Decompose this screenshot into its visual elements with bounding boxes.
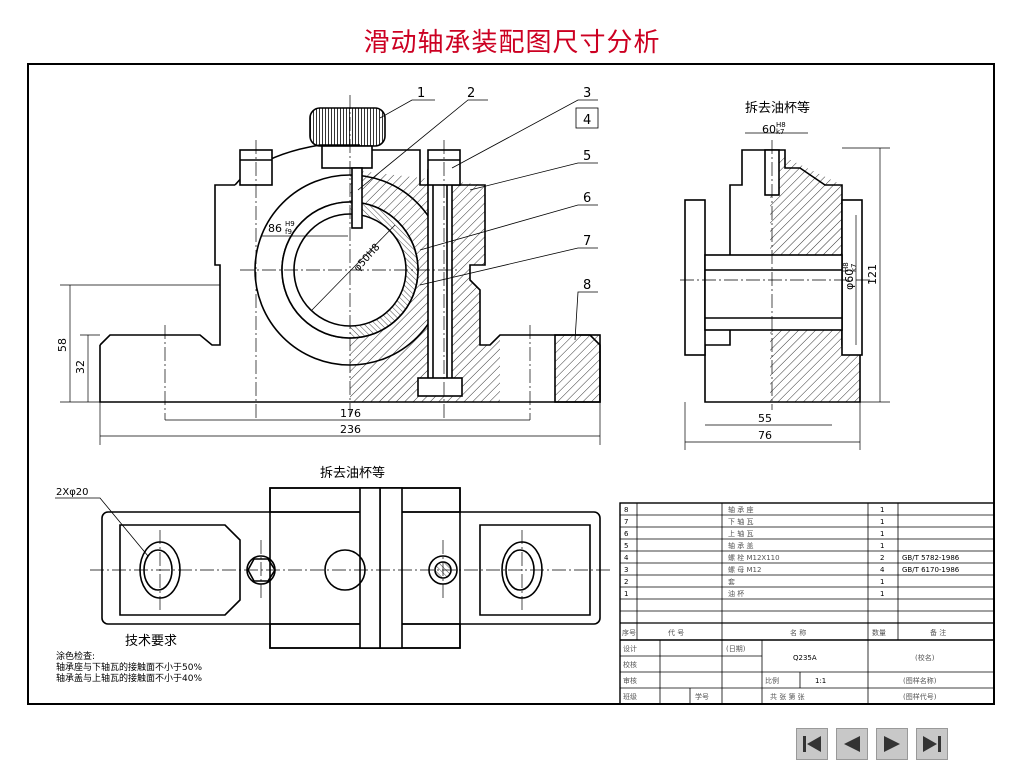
part-number-label: 1 (417, 86, 425, 101)
parts-row-no: 3 (624, 566, 628, 574)
parts-row-name: 套 (728, 577, 735, 586)
parts-row-name: 轴 承 座 (728, 505, 753, 514)
page-title: 滑动轴承装配图尺寸分析 (363, 28, 661, 58)
dim-86-upper: H9 (285, 220, 295, 228)
parts-list (619, 502, 995, 705)
parts-row-name: 下 轴 瓦 (728, 517, 753, 526)
tb-drawing-code: (图样代号) (903, 692, 937, 701)
dim-55: 55 (758, 412, 772, 425)
tech-line: 轴承座与下轴瓦的接触面不小于50% (56, 661, 202, 673)
part-number-label: 4 (583, 113, 591, 128)
dim-phi60-lower: k7 (850, 263, 858, 272)
tech-line: 轴承盖与上轴瓦的接触面不小于40% (56, 672, 202, 684)
tech-heading: 技术要求 (125, 634, 177, 649)
top-view-labels: 拆去油杯等 2Xφ20 (56, 465, 385, 498)
tech-line: 涂色检查: (56, 650, 95, 662)
parts-row-note: GB/T 5782-1986 (902, 554, 960, 562)
parts-row-qty: 4 (880, 566, 885, 574)
tb-check: 校核 (623, 660, 637, 669)
tb-sheets: 共 张 第 张 (770, 692, 805, 701)
parts-row-name: 螺 母 M12 (728, 565, 761, 574)
parts-row-no: 1 (624, 590, 628, 598)
dim-60-lower: k7 (776, 128, 785, 136)
parts-row-no: 6 (624, 530, 629, 538)
dim-58: 58 (56, 338, 69, 352)
part-number-label: 7 (583, 234, 591, 249)
parts-row-no: 7 (624, 518, 628, 526)
top-view-note: 拆去油杯等 (320, 465, 385, 481)
tb-material: Q235A (793, 654, 817, 662)
parts-row-qty: 1 (880, 578, 884, 586)
parts-row-note: GB/T 6170-1986 (902, 566, 960, 574)
side-view-labels: 拆去油杯等 60 H8 k7 φ60 H8 k7 121 55 76 (745, 100, 879, 442)
tb-school: (校名) (915, 653, 935, 662)
parts-list-text: 8 轴 承 座 1 7 下 轴 瓦 1 6 上 轴 瓦 1 5 轴 承 盖 1 4 螺 栓 M12X110… (622, 505, 960, 637)
tb-drawing-name: (图样名称) (903, 676, 937, 685)
title-block-text: 设计 (日期) 校核 审核 班级 学号 Q235A (校名) 比例 1:1 (图… (623, 644, 937, 701)
parts-header-qty: 数量 (872, 628, 886, 637)
part-number-label: 6 (583, 191, 591, 206)
parts-row-qty: 2 (880, 554, 884, 562)
dim-60: 60 (762, 123, 776, 136)
dim-176: 176 (340, 407, 361, 420)
parts-row-no: 8 (624, 506, 628, 514)
first-slide-button[interactable] (796, 728, 828, 760)
top-view (55, 487, 610, 649)
dim-phi60-upper: H8 (842, 262, 850, 272)
parts-row-qty: 1 (880, 590, 884, 598)
dim-76: 76 (758, 429, 772, 442)
parts-row-qty: 1 (880, 518, 884, 526)
parts-header-no: 序号 (622, 628, 636, 637)
parts-row-no: 2 (624, 578, 628, 586)
previous-slide-button[interactable] (836, 728, 868, 760)
tech-requirements: 技术要求 涂色检查: 轴承座与下轴瓦的接触面不小于50% 轴承盖与上轴瓦的接触面… (56, 634, 202, 684)
parts-header-note: 备 注 (930, 628, 946, 637)
dim-32: 32 (74, 360, 87, 374)
parts-row-qty: 1 (880, 530, 884, 538)
next-slide-button[interactable] (876, 728, 908, 760)
part-number-label: 8 (583, 278, 591, 293)
dim-60-upper: H8 (776, 121, 786, 129)
front-view-labels: 1 2 3 4 5 6 7 8 (417, 86, 591, 293)
arrow-left-icon (844, 736, 860, 752)
tb-student-no: 学号 (695, 692, 709, 701)
dim-phi60: φ60 (843, 269, 856, 290)
dim-121: 121 (866, 264, 879, 285)
side-view-note: 拆去油杯等 (745, 100, 810, 116)
drawing-frame (27, 63, 995, 705)
part-number-label: 3 (583, 86, 591, 101)
skip-back-icon (803, 736, 821, 752)
parts-row-qty: 1 (880, 506, 884, 514)
dim-236: 236 (340, 423, 361, 436)
dim-86-lower: f9 (285, 228, 292, 236)
parts-row-no: 4 (624, 554, 629, 562)
arrow-right-icon (884, 736, 900, 752)
tb-design: 设计 (623, 644, 637, 653)
parts-header-name: 名 称 (790, 628, 806, 637)
tb-date: (日期) (726, 645, 746, 653)
last-slide-button[interactable] (916, 728, 948, 760)
hole-callout: 2Xφ20 (56, 487, 89, 498)
parts-row-name: 轴 承 盖 (728, 541, 753, 550)
parts-header-code: 代 号 (668, 628, 684, 637)
parts-row-name: 螺 栓 M12X110 (728, 553, 780, 562)
tb-scale-label: 比例 (765, 676, 779, 685)
parts-row-no: 5 (624, 542, 628, 550)
part-number-label: 2 (467, 86, 475, 101)
skip-forward-icon (923, 736, 941, 752)
dim-86: 86 (268, 222, 282, 235)
side-view (680, 132, 890, 450)
tb-class: 班级 (623, 692, 637, 701)
tb-scale: 1:1 (815, 677, 826, 685)
tb-review: 审核 (623, 676, 637, 685)
parts-row-name: 上 轴 瓦 (728, 529, 753, 538)
front-view (60, 95, 601, 445)
parts-row-name: 油 杯 (728, 589, 744, 598)
part-number-label: 5 (583, 149, 591, 164)
parts-row-qty: 1 (880, 542, 884, 550)
